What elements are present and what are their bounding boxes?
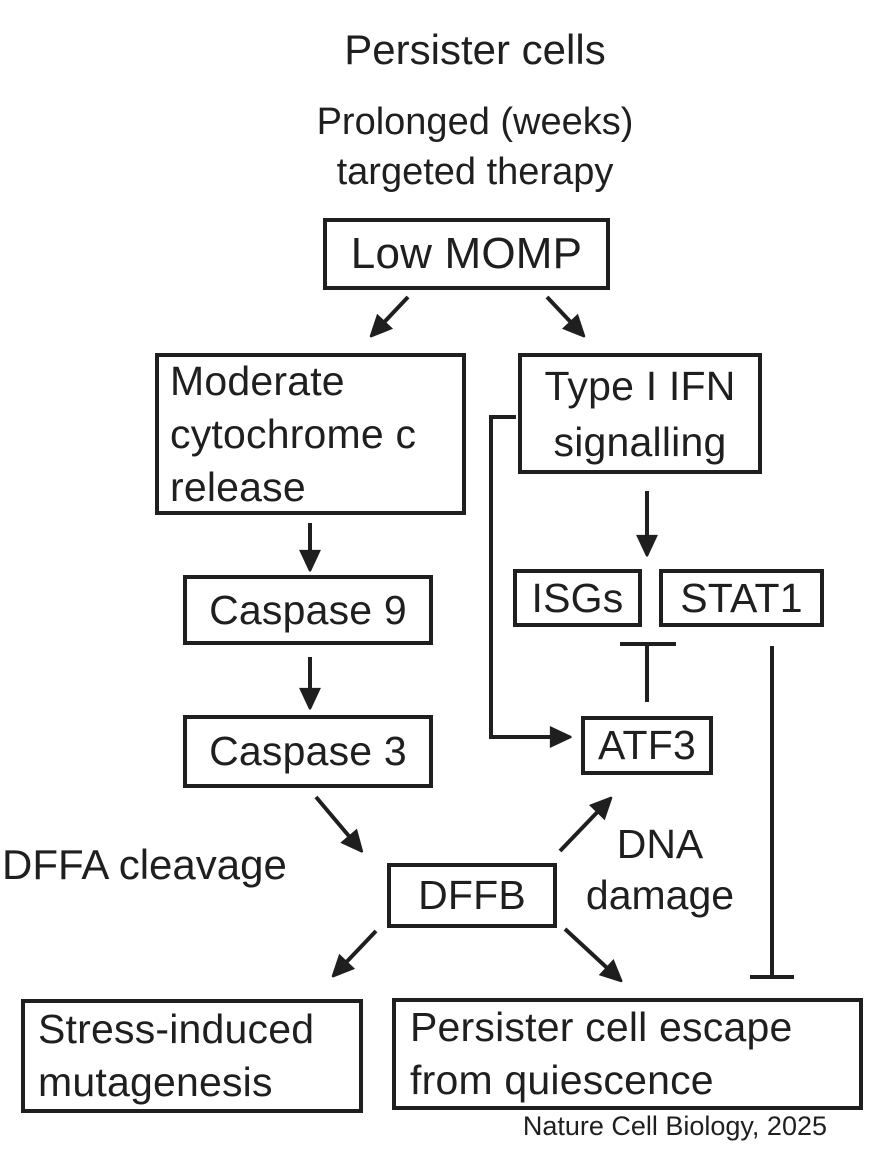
node-caspase-9-label: Caspase 9 xyxy=(209,586,407,633)
node-stress-induced-mutagenesis-label: Stress-induced mutagenesis xyxy=(38,1006,315,1105)
node-moderate-cytochrome-c-release: Moderate cytochrome c release xyxy=(155,353,466,515)
node-atf3-label: ATF3 xyxy=(598,722,696,768)
node-isgs-label: ISGs xyxy=(531,574,624,621)
node-caspase-3-label: Caspase 3 xyxy=(209,728,407,774)
node-dffb-label: DFFB xyxy=(418,872,526,918)
node-dffb: DFFB xyxy=(387,863,557,928)
node-isgs: ISGs xyxy=(513,569,642,627)
node-type-i-ifn-signalling: Type I IFN signalling xyxy=(518,353,762,474)
node-persister-cell-escape: Persister cell escape from quiescence xyxy=(392,998,863,1110)
inhibitor-atf3-to-isgs xyxy=(620,642,676,702)
arrow-lowmomp-to-moderate xyxy=(374,295,410,333)
node-stat1: STAT1 xyxy=(659,569,824,627)
node-low-momp: Low MOMP xyxy=(323,218,610,290)
node-type-i-ifn-signalling-label: Type I IFN signalling xyxy=(544,362,736,465)
diagram-subtitle: Prolonged (weeks) targeted therapy xyxy=(316,101,634,193)
node-stress-induced-mutagenesis: Stress-induced mutagenesis xyxy=(21,999,363,1113)
arrow-dffb-to-stress-mutagenesis xyxy=(336,929,378,973)
inhibitor-stat1-to-persister-escape xyxy=(750,646,794,979)
node-low-momp-label: Low MOMP xyxy=(350,229,583,278)
node-persister-cell-escape-label: Persister cell escape from quiescence xyxy=(410,1004,793,1103)
citation-source: Nature Cell Biology, 2025 xyxy=(522,1111,827,1141)
node-caspase-9: Caspase 9 xyxy=(183,575,433,645)
diagram-title: Persister cells xyxy=(344,26,606,73)
node-caspase-3: Caspase 3 xyxy=(183,715,433,788)
arrow-dffb-to-persister-escape xyxy=(563,927,618,978)
node-moderate-cytochrome-c-release-label: Moderate cytochrome c release xyxy=(170,357,417,510)
node-stat1-label: STAT1 xyxy=(680,574,803,621)
arrow-caspase3-to-dffb xyxy=(314,795,359,848)
arrow-lowmomp-to-ifn xyxy=(545,295,581,333)
annotation-dffa-cleavage: DFFA cleavage xyxy=(2,841,287,888)
annotation-dna-damage: DNA damage xyxy=(585,821,735,918)
node-atf3: ATF3 xyxy=(581,716,713,775)
